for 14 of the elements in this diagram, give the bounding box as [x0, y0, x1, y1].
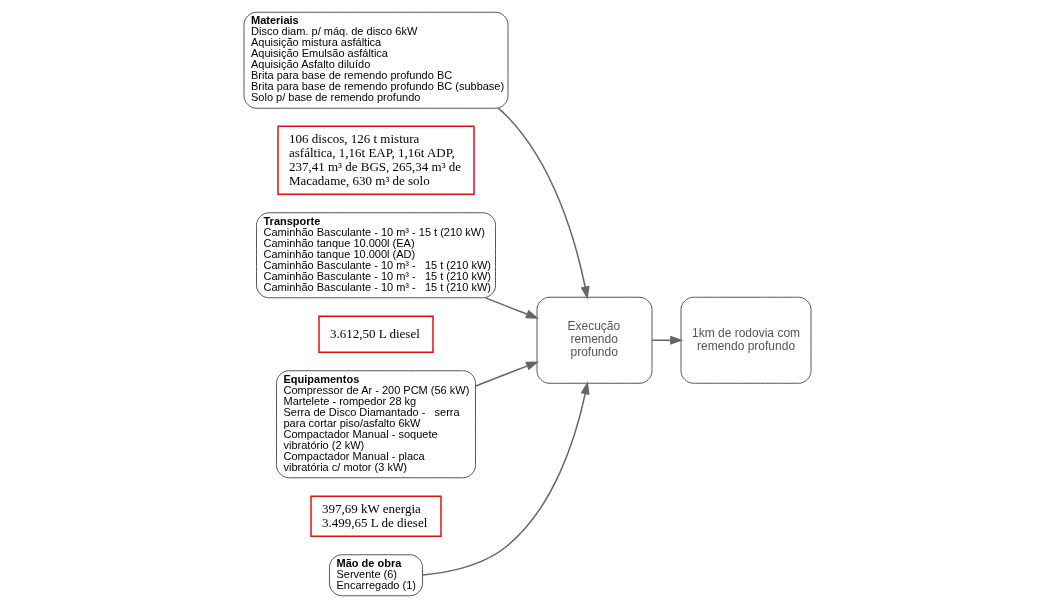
node-box: 106 discos, 126 t mistura asfáltica, 1,16t EAP, 1,16t ADP, 237,41 m³ de BGS, 265,34 m³ de Macadame, 630 m³ de solo [276, 125, 475, 195]
arrow [484, 297, 539, 319]
node-box: Mão de obra Servente (6) Encarregado (1) [328, 554, 423, 597]
node-box: 1km de rodovia com remendo profundo [680, 296, 811, 384]
arrow [650, 335, 683, 345]
arrow [421, 381, 590, 576]
arrow [497, 107, 590, 300]
node-box: Equipamentos Compressor de Ar - 200 PCM (56 kW) Martelete - rompedor 28 kg Serra de Disco Diamantado - serra para cortar piso/asfalto 6kW Compactador Manual - soquete vibratório (2 kW) Compactador Manual - placa vibratória c/ motor (3 kW) [275, 370, 476, 479]
node-box: 3.612,50 L diesel [317, 315, 434, 353]
arrow [474, 361, 539, 387]
node-box: 397,69 kW energia 3.499,65 L de diesel [309, 495, 442, 537]
node-box: Materiais Disco diam. p/ máq. de disco 6kW Aquisição mistura asfáltica Aquisição Emulsão asfáltica Aquisição Asfalto diluído Brita para base de remendo profundo BC Brita para base de remendo profundo BC (subbase) Solo p/ base de remendo profundo [243, 11, 508, 109]
node-box: Execução remendo profundo [536, 296, 652, 384]
node-box: Transporte Caminhão Basculante - 10 m³ - 15 t (210 kW) Caminhão tanque 10.000l (EA) Caminhão tanque 10.000l (AD) Caminhão Basculante - 10 m³ - 15 t (210 kW) Caminhão Basculante - 10 m³ - 15 t (210 kW) Caminhão Basculante - 10 m³ - 15 t (210 kW) [255, 212, 496, 299]
